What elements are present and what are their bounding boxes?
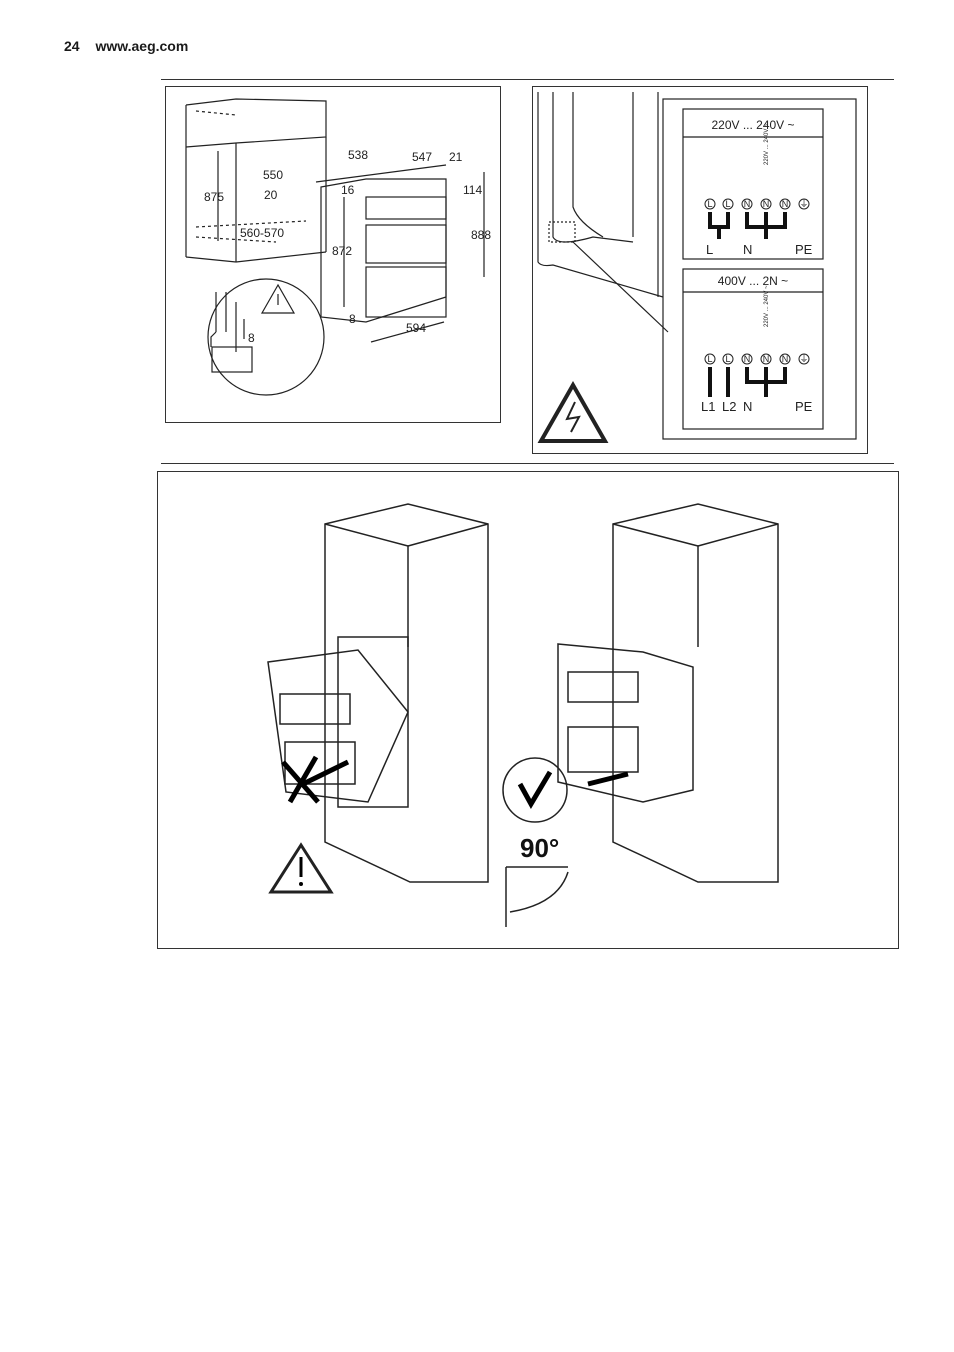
dim-oven-depth-b: 547 (412, 150, 432, 164)
label-single-N: N (743, 242, 752, 257)
label-two-L1: L1 (701, 399, 715, 414)
page-header: 24 www.aeg.com (64, 38, 188, 54)
terminal-two-3: N (744, 354, 751, 364)
installation-panel: 90° (157, 471, 899, 949)
dim-niche-gap: 20 (264, 188, 278, 202)
dim-niche-depth: 550 (263, 168, 283, 182)
dim-oven-total-height: 888 (471, 228, 491, 242)
terminal-two-1: L (707, 354, 712, 364)
label-single-L: L (706, 242, 713, 257)
terminal-two-2: L (725, 354, 730, 364)
terminal-two-5: N (782, 354, 789, 364)
terminal-single-2: L (725, 199, 730, 209)
wiring-diagram: 220V ... 240V ~ 400V ... 2N ~ 220V ... 2… (537, 92, 857, 443)
middle-rule (161, 463, 894, 464)
dim-oven-depth-c: 21 (449, 150, 463, 164)
wiring-two-bridge-label: 220V ... 240V ~ (764, 285, 770, 327)
page-number: 24 (64, 38, 80, 54)
dim-oven-front-height: 872 (332, 244, 352, 258)
dim-niche-height: 875 (204, 190, 224, 204)
dim-oven-depth-a: 538 (348, 148, 368, 162)
terminal-single-3: N (744, 199, 751, 209)
dimensions-panel: 550 875 20 560-570 8 538 547 21 16 114 8… (165, 86, 501, 423)
dim-oven-top: 16 (341, 183, 355, 197)
angle-label: 90° (520, 833, 559, 863)
dim-oven-bottom: 8 (349, 312, 356, 326)
dim-oven-width: 594 (406, 321, 426, 335)
terminal-single-6: ⏚ (799, 199, 808, 209)
terminal-single-5: N (782, 199, 789, 209)
label-two-L2: L2 (722, 399, 736, 414)
wiring-two-phase-voltage: 400V ... 2N ~ (718, 274, 788, 288)
terminal-single-4: N (763, 199, 770, 209)
dimensions-diagram: 550 875 20 560-570 8 538 547 21 16 114 8… (185, 98, 491, 396)
wiring-single-bridge-label: 220V ... 240V ~ (764, 123, 770, 165)
label-single-PE: PE (795, 242, 813, 257)
wiring-single-phase-voltage: 220V ... 240V ~ (711, 118, 794, 132)
dim-niche-width: 560-570 (240, 226, 284, 240)
terminal-single-1: L (707, 199, 712, 209)
terminal-two-6: ⏚ (799, 354, 808, 364)
dim-oven-top-height: 114 (463, 183, 482, 197)
top-rule (161, 79, 894, 80)
terminal-two-4: N (763, 354, 770, 364)
dim-detail-gap: 8 (248, 331, 255, 345)
label-two-PE: PE (795, 399, 813, 414)
wiring-panel: 220V ... 240V ~ 400V ... 2N ~ 220V ... 2… (532, 86, 868, 454)
label-two-N: N (743, 399, 752, 414)
installation-diagram: 90° (267, 503, 779, 927)
website-link[interactable]: www.aeg.com (95, 38, 189, 54)
